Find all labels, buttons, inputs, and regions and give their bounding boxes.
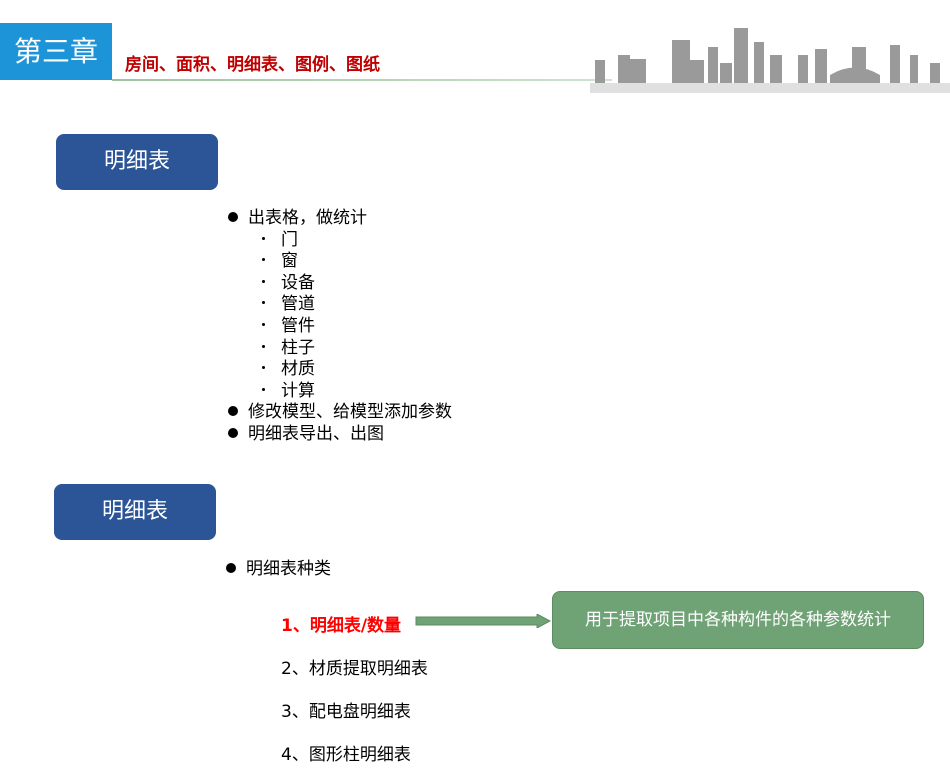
sub-item: 计算 [262, 381, 452, 403]
sub-item: 设备 [262, 273, 452, 295]
section-label-schedule: 明细表 [56, 134, 218, 190]
chapter-badge: 第三章 [0, 23, 112, 80]
list-item: 修改模型、给模型添加参数 [228, 402, 452, 424]
arrow-icon [415, 614, 551, 628]
list-item: 明细表导出、出图 [228, 424, 452, 446]
section-label-schedule-2: 明细表 [54, 484, 216, 540]
skyline-image [590, 28, 950, 93]
list-item: 出表格，做统计 [228, 208, 452, 230]
schedule-type-panel: 3、配电盘明细表 [281, 702, 411, 722]
chapter-title: 房间、面积、明细表、图例、图纸 [125, 55, 380, 75]
feature-list: 出表格，做统计 门 窗 设备 管道 管件 柱子 材质 计算 修改模型、给模型添加… [228, 208, 452, 446]
sub-item: 门 [262, 230, 452, 252]
list-item: 明细表种类 [226, 559, 331, 581]
sub-item: 材质 [262, 359, 452, 381]
sub-item: 管道 [262, 294, 452, 316]
schedule-type-column: 4、图形柱明细表 [281, 745, 411, 765]
schedule-type-material: 2、材质提取明细表 [281, 659, 428, 679]
sub-item: 管件 [262, 316, 452, 338]
note-box: 用于提取项目中各种构件的各种参数统计 [552, 591, 924, 649]
sub-item: 窗 [262, 251, 452, 273]
sub-item: 柱子 [262, 338, 452, 360]
schedule-type-quantity: 1、明细表/数量 [281, 616, 402, 636]
header-divider [112, 79, 612, 81]
